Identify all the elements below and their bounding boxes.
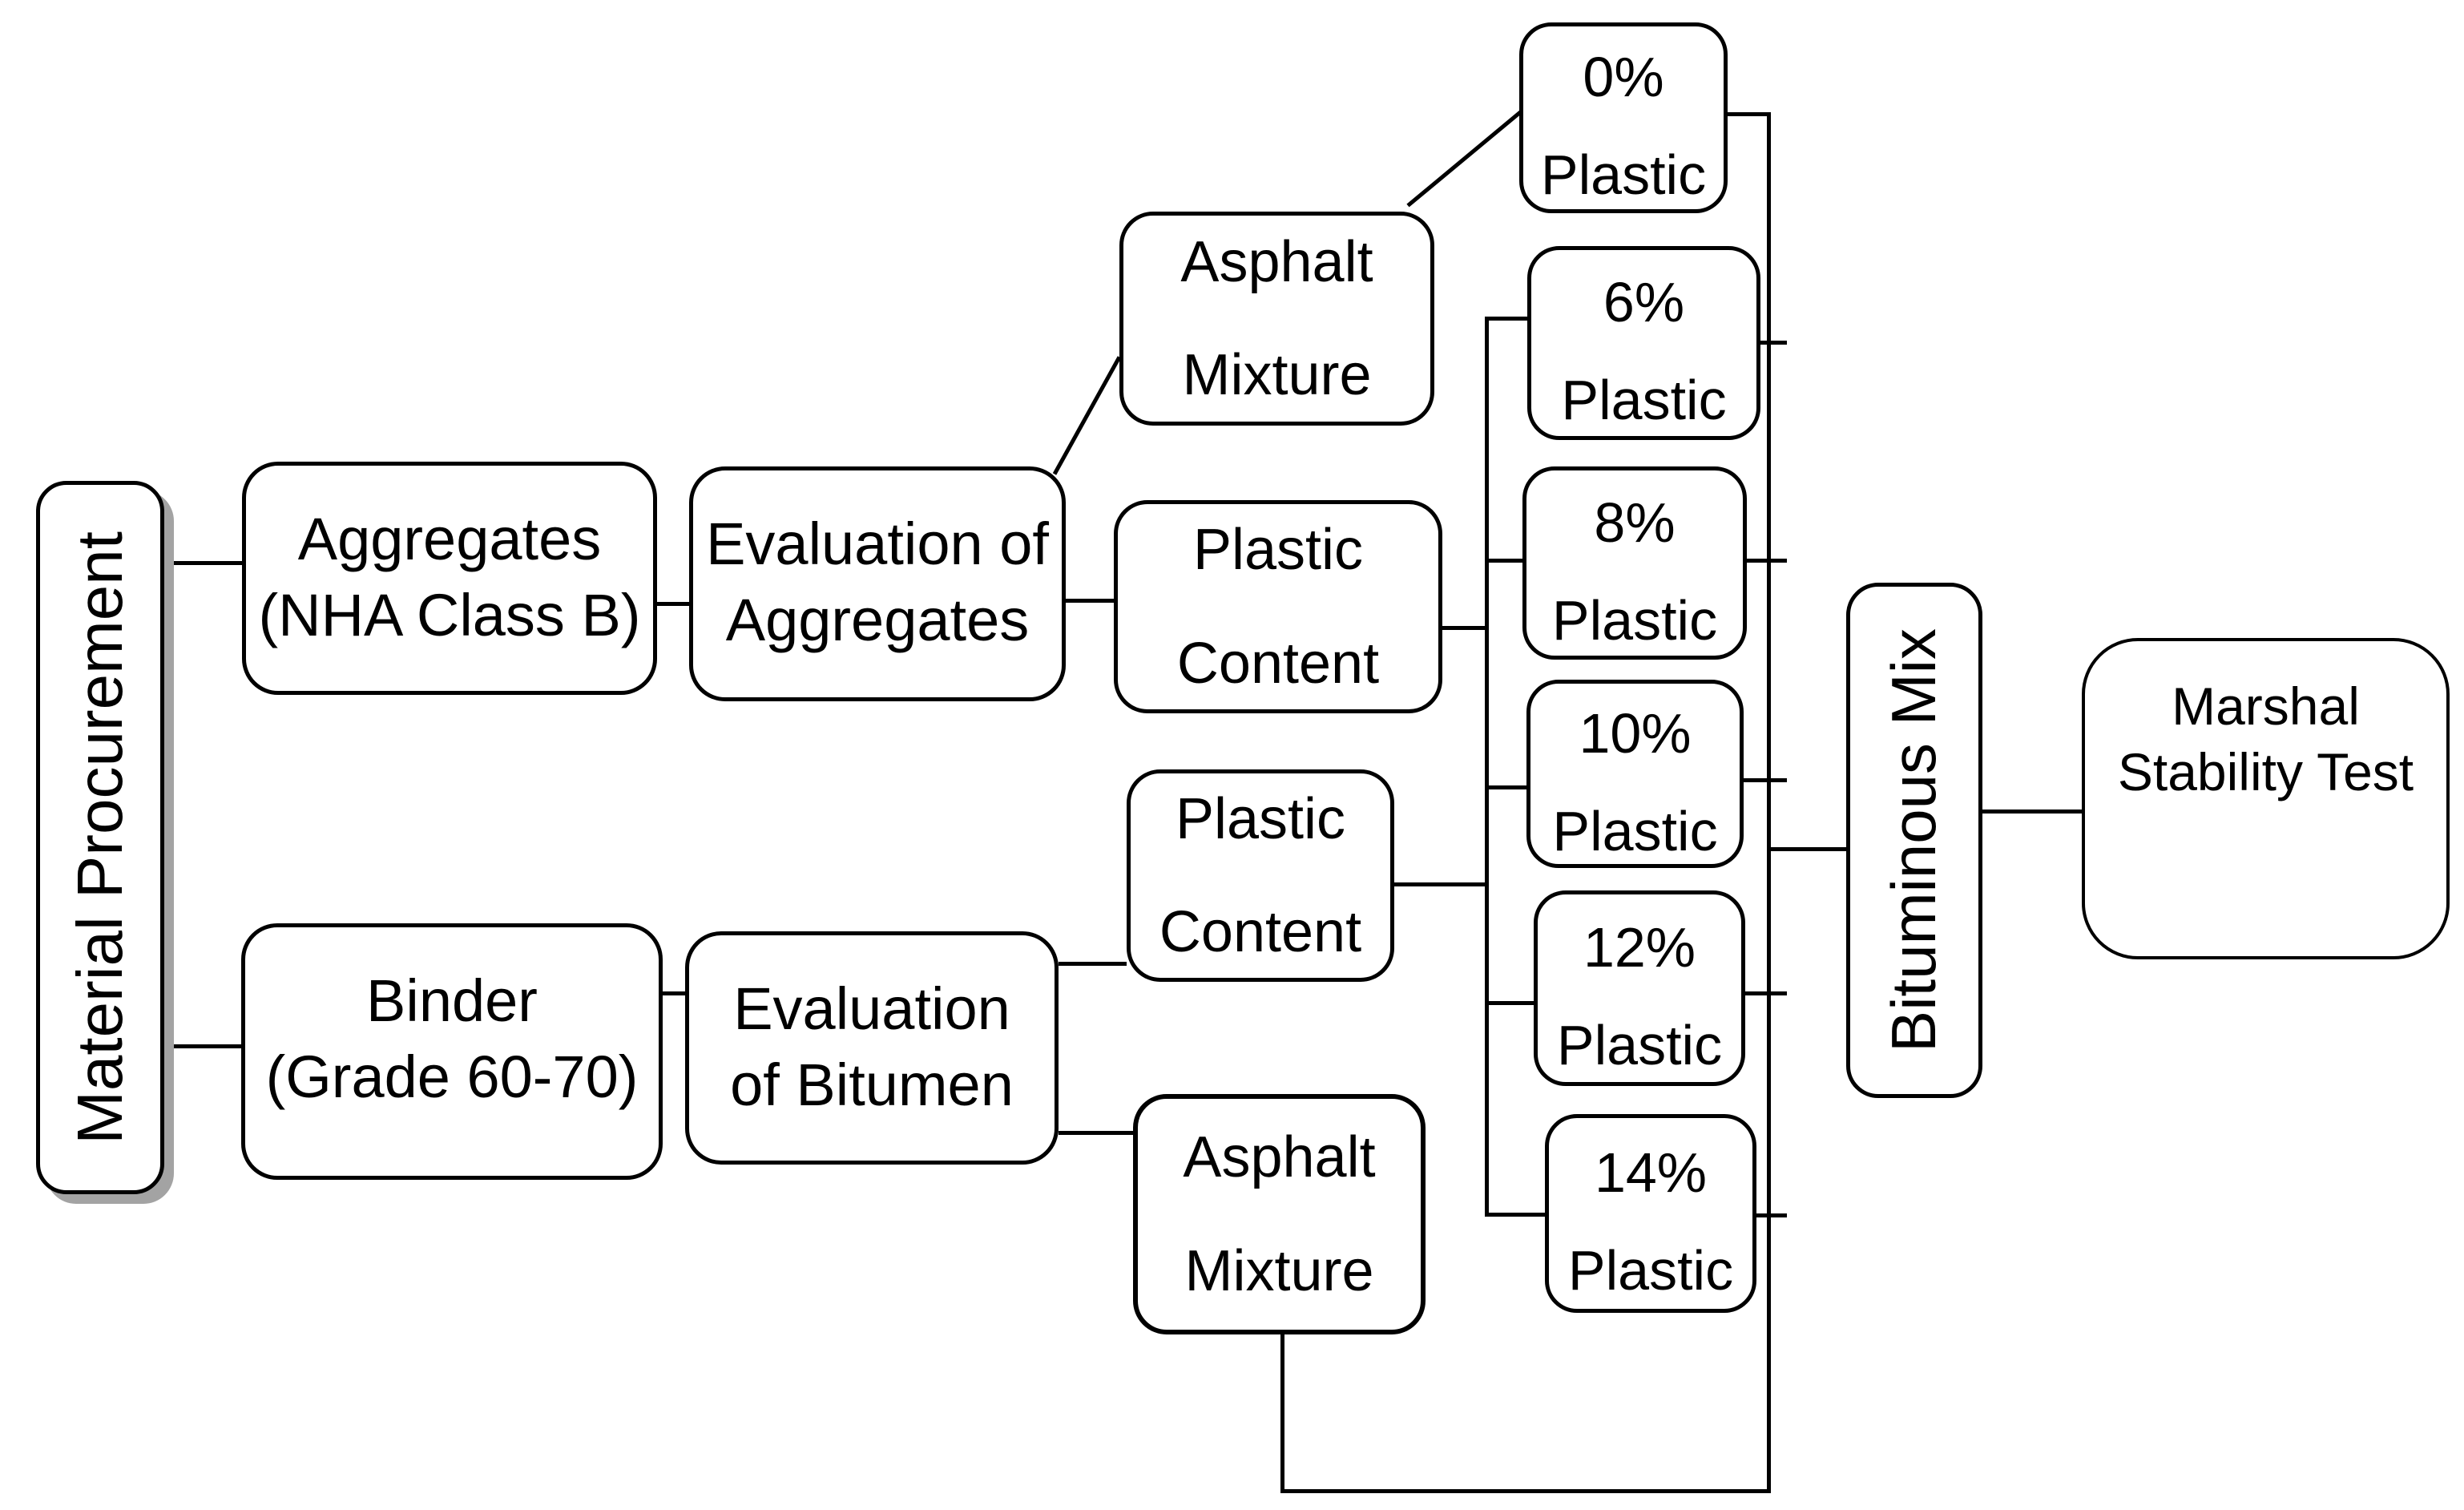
tick-left-6: [1485, 317, 1527, 321]
connector-mp-binder: [164, 1044, 241, 1048]
node-plastic-8: 8% Plastic: [1522, 466, 1747, 660]
connector-bottom-horizontal: [1280, 1489, 1771, 1493]
tick-right-10: [1744, 778, 1787, 782]
tick-right-6: [1760, 341, 1787, 345]
node-material-procurement: Material Procurement: [36, 481, 164, 1194]
node-plastic-0: 0% Plastic: [1519, 22, 1728, 213]
connector-mp-aggregates: [164, 561, 242, 565]
tick-right-12: [1745, 991, 1787, 995]
node-plastic-6: 6% Plastic: [1527, 246, 1760, 440]
node-aggregates: Aggregates (NHA Class B): [242, 462, 657, 695]
tick-left-14: [1485, 1213, 1545, 1217]
node-asphalt-mixture-top-line1: Asphalt: [1180, 229, 1373, 294]
connector-aggregates-evaluation: [657, 602, 689, 606]
node-evaluation-of-aggregates: Evaluation of Aggregates: [689, 466, 1066, 701]
tick-right-0: [1728, 112, 1771, 116]
connector-spine-bituminousmix: [1771, 847, 1846, 851]
node-marshal-stability-test-line2: Stability Test: [2117, 742, 2414, 801]
connector-evalbit-plasticcontent: [1059, 962, 1127, 966]
connector-plasticcontenttop-spine: [1442, 626, 1488, 630]
node-bituminous-mix: Bituminous Mix: [1846, 583, 1982, 1098]
node-evaluation-of-bitumen-line2: of Bitumen: [730, 1052, 1014, 1118]
node-asphalt-mixture-top: Asphalt Mixture: [1119, 212, 1434, 426]
node-plastic-10: 10% Plastic: [1526, 680, 1744, 868]
node-plastic-0-line1: 0%: [1583, 46, 1664, 108]
node-evaluation-of-bitumen: Evaluation of Bitumen: [685, 931, 1059, 1165]
node-plastic-12-line2: Plastic: [1556, 1014, 1723, 1076]
connector-evalagg-asphaltmixture-diagonal: [1052, 356, 1122, 475]
tick-left-12: [1485, 1001, 1534, 1005]
node-plastic-10-line1: 10%: [1579, 701, 1692, 765]
node-marshal-stability-test-line1: Marshal: [2172, 676, 2360, 736]
connector-bituminousmix-marshal: [1982, 810, 2082, 814]
tick-left-8: [1485, 559, 1522, 563]
node-plastic-6-line1: 6%: [1603, 271, 1685, 333]
connector-binder-evaluation: [663, 991, 685, 995]
node-plastic-content-bottom-line1: Plastic: [1175, 786, 1346, 851]
node-evaluation-of-aggregates-line2: Aggregates: [725, 587, 1030, 653]
node-asphalt-mixture-top-line2: Mixture: [1182, 343, 1372, 407]
node-plastic-8-line1: 8%: [1594, 491, 1676, 554]
node-plastic-12: 12% Plastic: [1534, 890, 1745, 1086]
node-plastic-content-bottom: Plastic Content: [1127, 769, 1394, 982]
node-bituminous-mix-label: Bituminous Mix: [1878, 628, 1950, 1052]
connector-asphaltmixture-plastic0-diagonal: [1406, 109, 1523, 208]
tick-left-10: [1485, 785, 1526, 789]
node-material-procurement-label: Material Procurement: [64, 531, 135, 1145]
tick-right-14: [1756, 1213, 1787, 1217]
spine-left: [1485, 318, 1489, 1217]
node-plastic-content-top: Plastic Content: [1114, 500, 1442, 713]
node-evaluation-of-aggregates-line1: Evaluation of: [706, 511, 1049, 577]
node-plastic-12-line1: 12%: [1583, 916, 1696, 979]
tick-right-8: [1747, 559, 1787, 563]
node-aggregates-line1: Aggregates: [297, 506, 602, 572]
node-marshal-stability-test: Marshal Stability Test: [2082, 638, 2450, 959]
node-binder-line2: (Grade 60-70): [265, 1044, 639, 1110]
node-plastic-0-line2: Plastic: [1540, 143, 1707, 206]
node-plastic-14: 14% Plastic: [1545, 1114, 1756, 1313]
connector-evalbit-asphaltmixture: [1059, 1131, 1133, 1135]
node-asphalt-mixture-bottom-line1: Asphalt: [1183, 1125, 1376, 1190]
connector-plasticcontentbottom-spine: [1394, 882, 1488, 886]
node-aggregates-line2: (NHA Class B): [258, 582, 641, 648]
node-asphalt-mixture-bottom-line2: Mixture: [1184, 1238, 1374, 1303]
node-asphalt-mixture-bottom: Asphalt Mixture: [1133, 1094, 1426, 1334]
node-plastic-10-line2: Plastic: [1552, 799, 1718, 862]
connector-evalagg-plasticcontent: [1056, 599, 1114, 603]
node-plastic-content-top-line2: Content: [1176, 631, 1380, 696]
node-plastic-14-line1: 14%: [1594, 1141, 1708, 1204]
spine-right: [1767, 112, 1771, 1493]
node-plastic-6-line2: Plastic: [1561, 369, 1727, 431]
node-evaluation-of-bitumen-line1: Evaluation: [733, 975, 1010, 1042]
node-plastic-content-bottom-line2: Content: [1159, 900, 1362, 964]
node-binder-line1: Binder: [366, 967, 538, 1034]
node-plastic-8-line2: Plastic: [1551, 588, 1718, 652]
node-plastic-14-line2: Plastic: [1567, 1239, 1734, 1302]
node-plastic-content-top-line1: Plastic: [1192, 518, 1364, 583]
connector-asphaltmixbottom-down: [1280, 1334, 1284, 1493]
node-binder: Binder (Grade 60-70): [241, 923, 663, 1180]
